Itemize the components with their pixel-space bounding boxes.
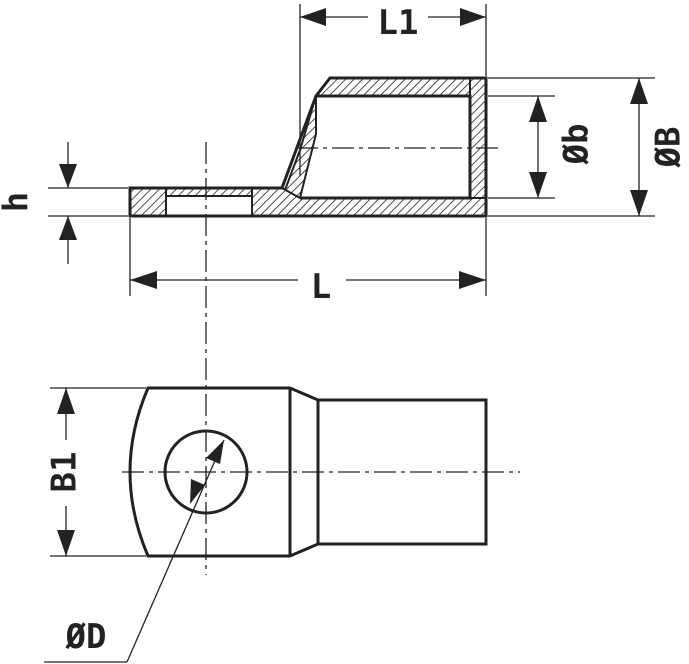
label-L1: L1	[378, 3, 419, 43]
bottom-plate	[251, 187, 487, 217]
barrel-end-wall	[469, 77, 487, 217]
label-b: Øb	[557, 124, 597, 166]
palm-outline	[128, 386, 488, 558]
side-section-view	[128, 76, 500, 575]
palm-left-section	[129, 187, 167, 217]
barrel-top-wall	[313, 77, 487, 97]
dimension-h: h	[0, 142, 128, 264]
label-D: ØD	[65, 617, 107, 657]
inner-bore-contour	[300, 94, 472, 200]
dimension-L1: L1	[299, 3, 487, 176]
label-B1: B1	[45, 452, 85, 493]
label-B: ØB	[649, 127, 689, 169]
palm-hole-section	[165, 195, 253, 217]
dimension-B1: B1	[45, 387, 146, 557]
outer-contour	[128, 76, 488, 218]
dimension-L: L	[129, 218, 487, 307]
dimension-D: ØD	[44, 439, 225, 663]
label-L: L	[311, 267, 331, 307]
dimension-B: ØB	[488, 77, 689, 217]
dimension-b: Øb	[488, 95, 597, 199]
plan-view	[122, 386, 520, 558]
label-h: h	[0, 192, 37, 212]
